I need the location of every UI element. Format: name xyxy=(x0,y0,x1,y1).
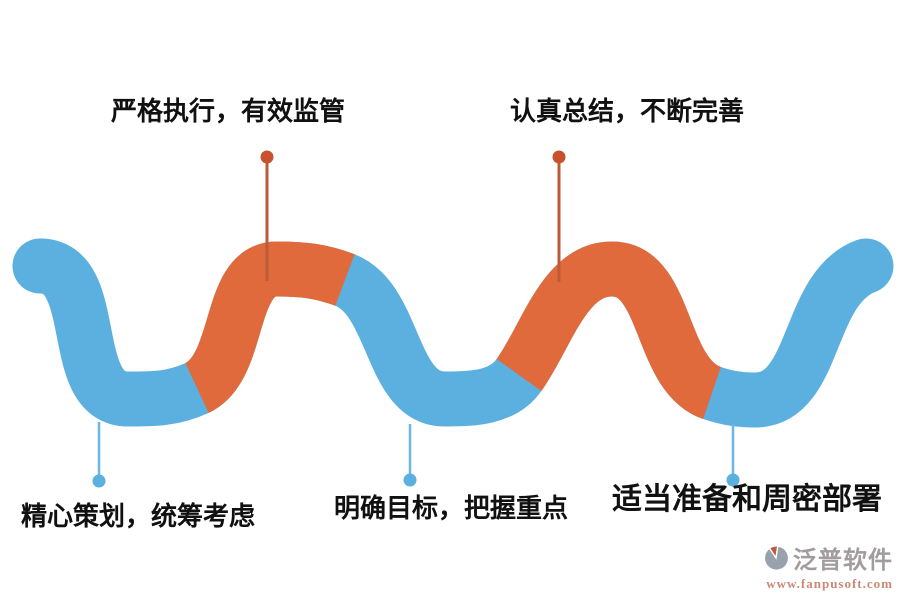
label-proper-preparation: 适当准备和周密部署 xyxy=(612,483,882,516)
brand-url: www.fanpusoft.com xyxy=(766,576,893,591)
connector-dot-plan xyxy=(92,474,106,488)
wave-segment-orange-1 xyxy=(182,241,355,413)
label-careful-planning: 精心策划，统筹考虑 xyxy=(21,501,256,531)
label-strict-execution: 严格执行，有效监管 xyxy=(111,96,346,126)
connector-dot-goal xyxy=(403,473,417,487)
wave-segment-orange-2 xyxy=(496,241,724,420)
brand-row: 泛普软件 xyxy=(762,540,893,575)
brand-name: 泛普软件 xyxy=(793,547,893,574)
brand-watermark: 泛普软件 www.fanpusoft.com xyxy=(762,540,893,592)
connector-dot-prepare xyxy=(726,473,740,487)
connector-dot-execute xyxy=(260,150,274,164)
fanpu-logo-icon xyxy=(763,544,790,571)
label-clear-goals: 明确目标，把握重点 xyxy=(334,493,569,523)
wave-ribbon-blue xyxy=(12,238,894,428)
logo-gray-wedge xyxy=(763,544,790,571)
label-careful-summary: 认真总结，不断完善 xyxy=(510,96,745,126)
connector-dot-summarize xyxy=(552,150,566,164)
